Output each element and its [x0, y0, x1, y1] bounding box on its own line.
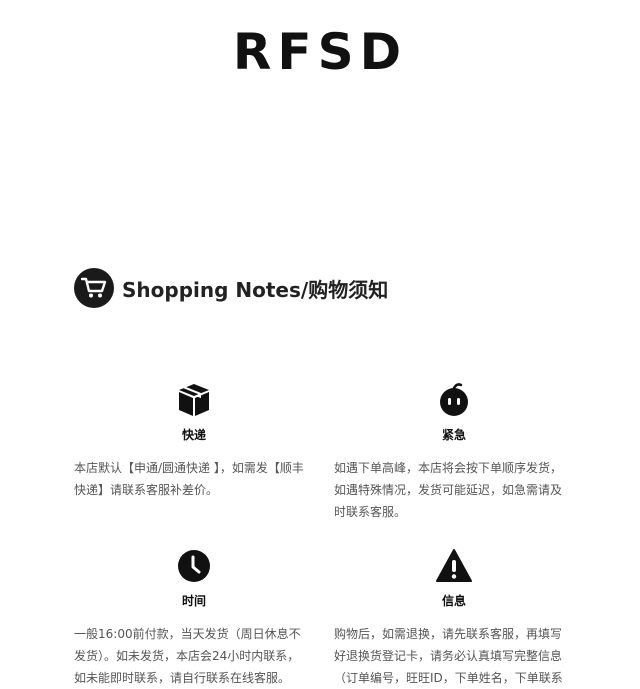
brand-logo: RFSD	[232, 23, 408, 81]
info-heading: 信息	[441, 594, 466, 608]
shopping-notes-header: Shopping Notes/购物须知	[74, 268, 388, 308]
time-body: 一般16:00前付款，当天发货（周日休息不发货）。如未发货，本店会24小时内联系…	[74, 627, 301, 685]
urgent-face-icon	[436, 382, 472, 422]
urgent-heading: 紧急	[441, 428, 466, 442]
time-heading: 时间	[181, 594, 206, 608]
express-heading: 快递	[181, 428, 206, 442]
urgent-body: 如遇下单高峰，本店将会按下单顺序发货，如遇特殊情况，发货可能延迟，如急需请及时联…	[334, 461, 563, 519]
cart-icon	[74, 268, 114, 308]
urgent-card: 紧急 如遇下单高峰，本店将会按下单顺序发货，如遇特殊情况，发货可能延迟，如急需请…	[334, 382, 574, 523]
clock-icon	[176, 548, 212, 588]
express-body: 本店默认【申通/圆通快递 】，如需发【顺丰快递】请联系客服补差价。	[74, 461, 304, 497]
info-body: 购物后，如需退换，请先联系客服，再填写好退换货登记卡，请务必认真填写完整信息（订…	[334, 627, 563, 685]
info-card: 信息 购物后，如需退换，请先联系客服，再填写好退换货登记卡，请务必认真填写完整信…	[334, 548, 574, 689]
warning-icon	[435, 548, 473, 588]
package-icon	[176, 382, 212, 422]
time-card: 时间 一般16:00前付款，当天发货（周日休息不发货）。如未发货，本店会24小时…	[74, 548, 314, 689]
express-card: 快递 本店默认【申通/圆通快递 】，如需发【顺丰快递】请联系客服补差价。	[74, 382, 314, 501]
shopping-notes-title: Shopping Notes/购物须知	[122, 277, 389, 302]
